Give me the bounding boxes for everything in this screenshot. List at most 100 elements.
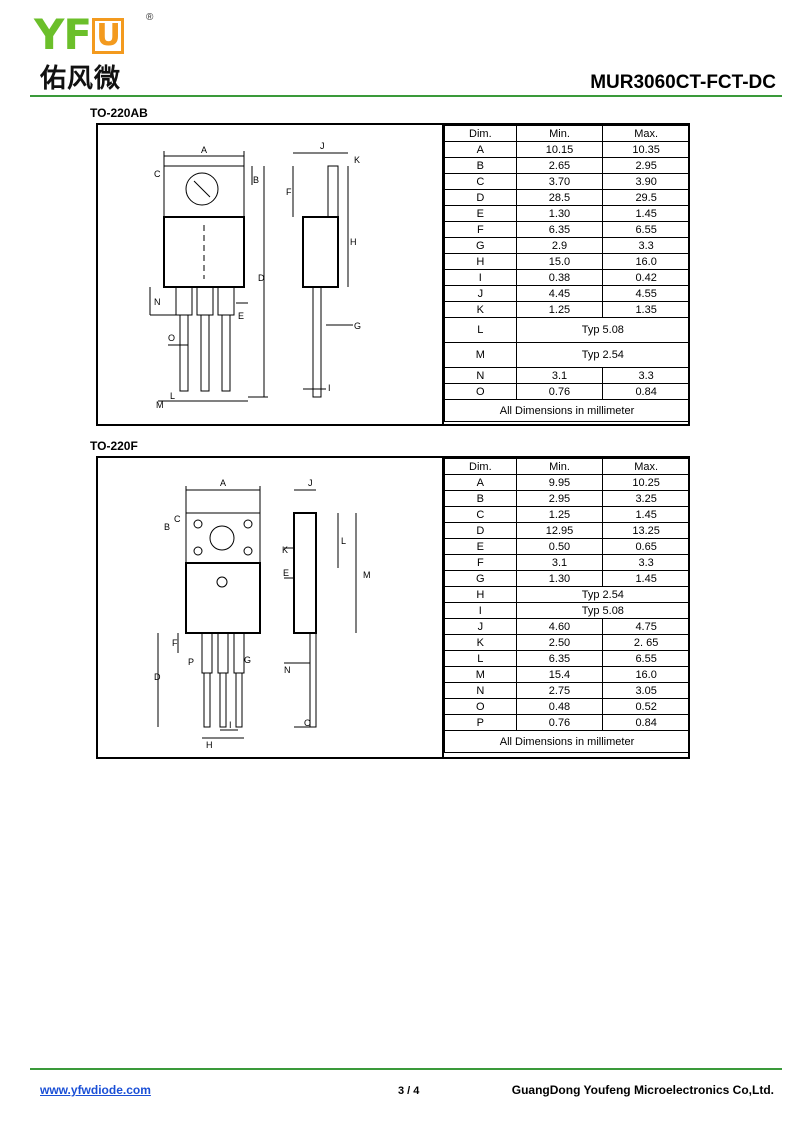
min-cell: 6.35	[515, 221, 604, 238]
ab-label-o: O	[168, 333, 175, 343]
min-cell: 15.0	[515, 253, 604, 270]
typ-cell: Typ 5.08	[515, 317, 691, 343]
f-label-b: B	[164, 522, 170, 532]
min-cell: 0.38	[515, 269, 604, 286]
header-dim: Dim.	[444, 458, 517, 475]
ab-side-body	[302, 216, 339, 288]
max-cell: 3.3	[602, 237, 690, 254]
f-label-e: E	[283, 568, 289, 578]
typ-cell: Typ 2.54	[515, 342, 691, 368]
ab-label-d: D	[258, 273, 265, 283]
f-lead-3-pin	[235, 672, 243, 728]
f-label-n: N	[284, 665, 291, 675]
min-cell: 4.60	[515, 618, 604, 635]
min-cell: 6.35	[515, 650, 604, 667]
ab-label-a: A	[201, 145, 207, 155]
f-label-i: I	[229, 720, 232, 730]
min-cell: 3.70	[515, 173, 604, 190]
dim-cell: M	[444, 342, 517, 368]
ab-mounting-hole	[185, 172, 219, 206]
min-cell: 2.95	[515, 490, 604, 507]
ab-label-j: J	[320, 141, 325, 151]
max-cell: 4.75	[602, 618, 690, 635]
ab-label-b: B	[253, 175, 259, 185]
registered-mark: ®	[146, 12, 154, 23]
typ-cell: Typ 5.08	[515, 602, 691, 619]
header-min: Min.	[515, 458, 604, 475]
f-label-l: L	[341, 536, 346, 546]
max-cell: 10.35	[602, 141, 690, 158]
header-rule	[30, 95, 782, 97]
ab-lead-1	[175, 286, 193, 316]
min-cell: 12.95	[515, 522, 604, 539]
max-cell: 2. 65	[602, 634, 690, 651]
dim-cell: M	[444, 666, 517, 683]
f-label-k: K	[282, 545, 288, 555]
max-cell: 1.45	[602, 570, 690, 587]
typ-cell: Typ 2.54	[515, 586, 691, 603]
max-cell: 6.55	[602, 650, 690, 667]
ab-label-g: G	[354, 321, 361, 331]
f-side-body	[293, 512, 317, 634]
min-cell: 4.45	[515, 285, 604, 302]
min-cell: 2.9	[515, 237, 604, 254]
ab-label-e: E	[238, 311, 244, 321]
max-cell: 0.84	[602, 383, 690, 400]
dim-cell: L	[444, 650, 517, 667]
f-lead-2	[217, 632, 229, 674]
header-min: Min.	[515, 125, 604, 142]
dim-cell: B	[444, 490, 517, 507]
to220f-outline-drawing: A B C D E F G H I J K L M N O P	[98, 458, 444, 757]
max-cell: 3.3	[602, 367, 690, 384]
f-label-o: O	[304, 718, 311, 728]
website-link[interactable]: www.yfwdiode.com	[40, 1083, 151, 1097]
max-cell: 0.42	[602, 269, 690, 286]
dim-cell: A	[444, 474, 517, 491]
section-title-to220f: TO-220F	[90, 439, 138, 453]
max-cell: 0.65	[602, 538, 690, 555]
dim-cell: G	[444, 237, 517, 254]
min-cell: 0.50	[515, 538, 604, 555]
f-label-j: J	[308, 478, 313, 488]
max-cell: 2.95	[602, 157, 690, 174]
min-cell: 3.1	[515, 367, 604, 384]
max-cell: 10.25	[602, 474, 690, 491]
ab-side-lead	[312, 286, 322, 398]
min-cell: 0.48	[515, 698, 604, 715]
dim-cell: F	[444, 554, 517, 571]
min-cell: 2.50	[515, 634, 604, 651]
part-number-title: MUR3060CT-FCT-DC	[590, 72, 776, 93]
min-cell: 10.15	[515, 141, 604, 158]
units-note: All Dimensions in millimeter	[444, 730, 690, 753]
ab-lead-3	[217, 286, 235, 316]
min-cell: 2.75	[515, 682, 604, 699]
f-label-p: P	[188, 657, 194, 667]
f-mounting-hole	[209, 525, 235, 551]
max-cell: 13.25	[602, 522, 690, 539]
units-note: All Dimensions in millimeter	[444, 399, 690, 422]
dim-cell: C	[444, 173, 517, 190]
f-label-d: D	[154, 672, 161, 682]
f-lead-2-pin	[219, 672, 227, 728]
ab-lead-1-pin	[179, 314, 189, 392]
max-cell: 1.45	[602, 506, 690, 523]
header-max: Max.	[602, 458, 690, 475]
min-cell: 1.25	[515, 506, 604, 523]
dim-cell: J	[444, 285, 517, 302]
f-lead-3	[233, 632, 245, 674]
max-cell: 6.55	[602, 221, 690, 238]
ab-label-f: F	[286, 187, 292, 197]
dim-cell: D	[444, 522, 517, 539]
dim-cell: P	[444, 714, 517, 731]
f-label-h: H	[206, 740, 213, 750]
dim-cell: N	[444, 367, 517, 384]
min-cell: 3.1	[515, 554, 604, 571]
logo-chinese-name: 佑风微	[40, 64, 122, 94]
ab-label-k: K	[354, 155, 360, 165]
min-cell: 1.30	[515, 570, 604, 587]
ab-side-tab	[327, 165, 339, 218]
dim-cell: G	[444, 570, 517, 587]
